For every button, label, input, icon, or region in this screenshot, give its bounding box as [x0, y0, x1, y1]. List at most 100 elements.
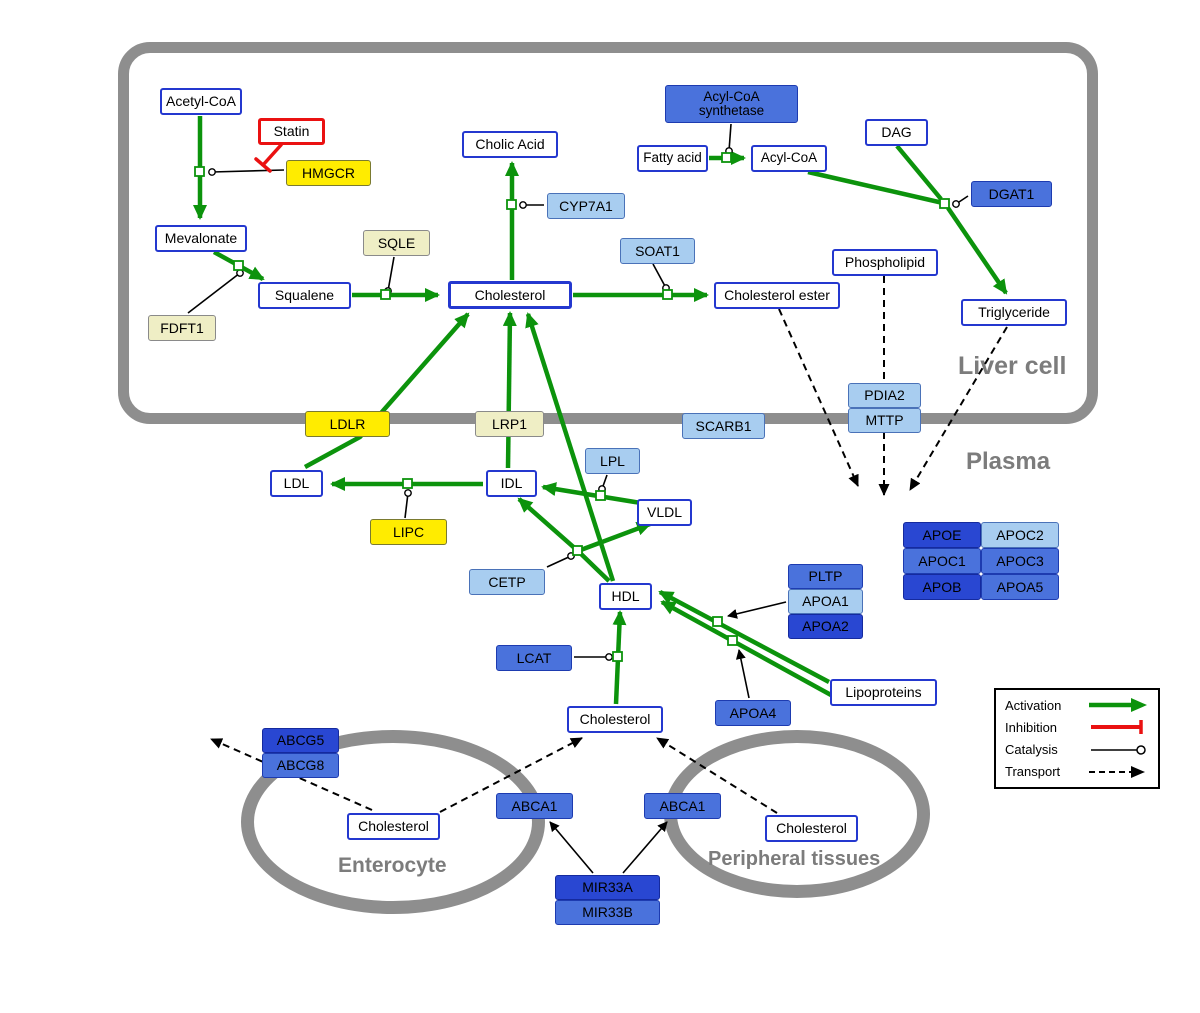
legend: Activation Inhibition Catalysis Transpor…: [994, 688, 1160, 789]
node-vldl[interactable]: VLDL: [637, 499, 692, 526]
node-mevalonate[interactable]: Mevalonate: [155, 225, 247, 252]
inhibition-statin-tbar: [254, 157, 272, 173]
catalysis-acylcoa-synthetase: [725, 123, 733, 155]
node-pltp[interactable]: PLTP: [788, 564, 863, 589]
inhibition-edge: [254, 143, 283, 173]
catalysis-lpl: [598, 474, 608, 493]
legend-transport-label: Transport: [1005, 764, 1061, 780]
transport-enterocyte-cholesterol: [439, 737, 583, 813]
node-apoa2[interactable]: APOA2: [788, 614, 863, 639]
inhibition-statin-line: [261, 143, 283, 167]
node-dgat1[interactable]: DGAT1: [971, 181, 1052, 207]
catalysis-circle-icon: [1091, 744, 1146, 755]
node-hmgcr[interactable]: HMGCR: [286, 160, 371, 186]
node-sqle[interactable]: SQLE: [363, 230, 430, 256]
catalysis-dgat1: [952, 195, 969, 208]
node-dag[interactable]: DAG: [865, 119, 928, 146]
node-apoa4[interactable]: APOA4: [715, 700, 791, 726]
plasma-label: Plasma: [966, 448, 1051, 475]
node-cetp[interactable]: CETP: [469, 569, 545, 595]
node-pdia2[interactable]: PDIA2: [848, 383, 921, 408]
node-acyl-coa[interactable]: Acyl-CoA: [751, 145, 827, 172]
legend-row-inhibition: Inhibition: [1005, 719, 1149, 735]
catalysis-fdft1: [187, 269, 244, 314]
catalysis-edges: [187, 123, 969, 874]
peripheral-tissues-label: Peripheral tissues: [708, 848, 881, 870]
node-mttp[interactable]: MTTP: [848, 408, 921, 433]
legend-activation-label: Activation: [1005, 697, 1062, 713]
node-abca1-peripheral[interactable]: ABCA1: [644, 793, 721, 819]
node-apoc1[interactable]: APOC1: [903, 548, 981, 574]
liver-cell-label: Liver cell: [958, 352, 1067, 380]
node-phospholipid[interactable]: Phospholipid: [832, 249, 938, 276]
node-ldlr[interactable]: LDLR: [305, 411, 390, 437]
node-apoc2[interactable]: APOC2: [981, 522, 1059, 548]
node-cholesterol-peripheral[interactable]: Cholesterol: [765, 815, 858, 842]
node-fdft1[interactable]: FDFT1: [148, 315, 216, 341]
edge-hdl-cholesterol: [525, 312, 616, 582]
node-lrp1[interactable]: LRP1: [475, 411, 544, 437]
catalysis-lipc: [404, 489, 412, 519]
node-cyp7a1[interactable]: CYP7A1: [547, 193, 625, 219]
catalysis-soat1: [652, 263, 670, 292]
node-squalene[interactable]: Squalene: [258, 282, 351, 309]
edge-vldl-idl: [541, 482, 642, 506]
edge-cetp-vldl: [577, 521, 652, 554]
node-cholic-acid[interactable]: Cholic Acid: [462, 131, 558, 158]
node-ldl[interactable]: LDL: [270, 470, 323, 497]
catalysis-hmgcr: [208, 168, 285, 176]
inhibition-tbar-icon: [1091, 720, 1143, 735]
node-lipc[interactable]: LIPC: [370, 519, 447, 545]
node-cholesterol-enterocyte[interactable]: Cholesterol: [347, 813, 440, 840]
activation-arrow-icon: [1089, 698, 1147, 713]
node-apob[interactable]: APOB: [903, 574, 981, 600]
node-soat1[interactable]: SOAT1: [620, 238, 695, 264]
node-acyl-coa-synthetase[interactable]: Acyl-CoA synthetase: [665, 85, 798, 123]
legend-row-transport: Transport: [1005, 764, 1149, 780]
edge-idl-lrp1-cholesterol: [502, 311, 517, 469]
node-apoa1[interactable]: APOA1: [788, 589, 863, 614]
catalysis-cetp: [546, 552, 575, 568]
node-lcat[interactable]: LCAT: [496, 645, 572, 671]
node-abca1-intestine[interactable]: ABCA1: [496, 793, 573, 819]
node-scarb1[interactable]: SCARB1: [682, 413, 765, 439]
node-acetyl-coa[interactable]: Acetyl-CoA: [160, 88, 242, 115]
reaction-nodes: [194, 152, 950, 662]
node-cholesterol-plasma[interactable]: Cholesterol: [567, 706, 663, 733]
node-abcg5[interactable]: ABCG5: [262, 728, 339, 753]
transport-triglyceride: [909, 326, 1008, 491]
node-mir33a[interactable]: MIR33A: [555, 875, 660, 900]
transport-dashed-arrow-icon: [1089, 765, 1145, 778]
arrow-apoa-block: [727, 601, 787, 619]
node-triglyceride[interactable]: Triglyceride: [961, 299, 1067, 326]
node-cholesterol-liver[interactable]: Cholesterol: [448, 281, 572, 309]
edge-lipoproteins-hdl-1: [658, 590, 831, 684]
catalysis-sqle: [384, 256, 395, 295]
node-abcg8[interactable]: ABCG8: [262, 753, 339, 778]
node-cholesterol-ester[interactable]: Cholesterol ester: [714, 282, 840, 309]
node-fatty-acid[interactable]: Fatty acid: [637, 145, 708, 172]
node-apoa5[interactable]: APOA5: [981, 574, 1059, 600]
node-hdl[interactable]: HDL: [599, 583, 652, 610]
legend-row-catalysis: Catalysis: [1005, 742, 1149, 758]
edge-acylcoa-dgatnode: [807, 169, 944, 206]
node-idl[interactable]: IDL: [486, 470, 537, 497]
edge-lipoproteins-hdl-2: [660, 600, 833, 697]
liver-cell-membrane: [118, 42, 1098, 424]
enterocyte-label: Enterocyte: [338, 854, 447, 877]
legend-inhibition-label: Inhibition: [1005, 719, 1058, 735]
node-mir33b[interactable]: MIR33B: [555, 900, 660, 925]
arrow-apoa4: [735, 649, 750, 699]
node-apoe[interactable]: APOE: [903, 522, 981, 548]
arrow-mir33-abca1-peripheral: [622, 821, 668, 874]
node-lipoproteins[interactable]: Lipoproteins: [830, 679, 937, 706]
node-lpl[interactable]: LPL: [585, 448, 640, 474]
transport-cholesterolester: [778, 308, 859, 487]
edge-dag-dgatnode: [895, 144, 943, 201]
edge-ldl-ldlr-cholesterol: [303, 312, 470, 469]
node-apoc3[interactable]: APOC3: [981, 548, 1059, 574]
legend-row-activation: Activation: [1005, 697, 1149, 713]
node-statin[interactable]: Statin: [258, 118, 325, 145]
